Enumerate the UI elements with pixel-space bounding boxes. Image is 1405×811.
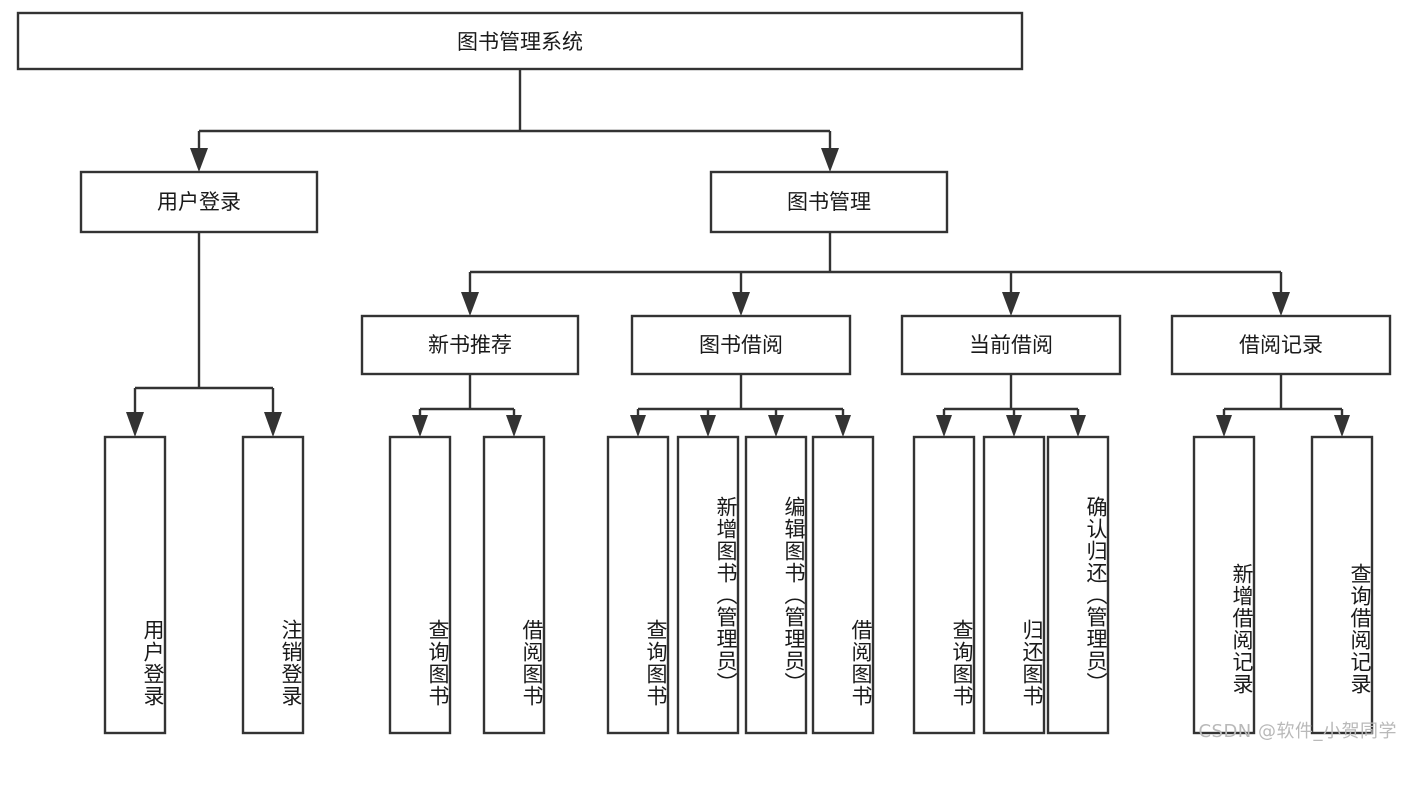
node-root-label: 图书管理系统 [457,30,583,54]
node-user-login-box[interactable] [79,170,319,234]
node-current-borrow[interactable]: 当前借阅 [900,314,1122,376]
node-book-management-box[interactable] [709,170,949,234]
arrow-head-book-borrow [732,292,750,316]
node-layer: 图书管理系统 用户登录 图书管理 新书推荐 图书借阅 [16,11,1392,735]
diagram-canvas: 图书管理系统 用户登录 图书管理 新书推荐 图书借阅 [16,11,1397,742]
node-new-book-recommend[interactable]: 新书推荐 [360,314,580,376]
node-borrow-add-book-box[interactable] [676,435,740,735]
node-current-borrow-label: 当前借阅 [969,333,1053,357]
node-new-book-recommend-label: 新书推荐 [428,333,512,357]
arrow-head-borrow-add-book [700,415,716,437]
node-record-query-box[interactable] [1310,435,1374,735]
node-book-management[interactable]: 图书管理 [709,170,949,234]
arrow-head-current-query-book [936,415,952,437]
node-borrow-record-box[interactable] [1170,314,1392,376]
node-recommend-borrow-book-box[interactable] [482,435,546,735]
node-new-book-recommend-box[interactable] [360,314,580,376]
node-borrow-query-book-box[interactable] [606,435,670,735]
arrow-head-current-return-book [1006,415,1022,437]
arrow-head-user-logout-leaf [264,412,282,437]
arrow-head-borrow-lend-book [835,415,851,437]
node-recommend-query-book-box[interactable] [388,435,452,735]
node-current-borrow-box[interactable] [900,314,1122,376]
node-book-management-label: 图书管理 [787,190,871,214]
node-user-login-leaf-box[interactable] [103,435,167,735]
node-root-box[interactable] [16,11,1024,71]
node-current-confirm-return-box[interactable] [1046,435,1110,735]
node-record-add-box[interactable] [1192,435,1256,735]
arrow-head-recommend-query-book [412,415,428,437]
flowchart-svg: 图书管理系统 用户登录 图书管理 新书推荐 图书借阅 [16,11,1392,735]
arrow-head-recommend-borrow-book [506,415,522,437]
arrow-head-current-borrow [1002,292,1020,316]
arrow-head-current-confirm-return [1070,415,1086,437]
arrow-head-new-book-recommend [461,292,479,316]
arrow-head-book-management [821,148,839,172]
node-borrow-edit-book-box[interactable] [744,435,808,735]
arrow-head-record-query [1334,415,1350,437]
csdn-watermark: CSDN @软件_小贺同学 [1198,721,1397,742]
arrow-head-borrow-edit-book [768,415,784,437]
node-book-borrow-label: 图书借阅 [699,333,783,357]
node-book-borrow[interactable]: 图书借阅 [630,314,852,376]
node-book-borrow-box[interactable] [630,314,852,376]
node-current-query-book-box[interactable] [912,435,976,735]
node-user-login-label: 用户登录 [157,190,241,214]
node-borrow-record-label: 借阅记录 [1239,333,1323,357]
arrow-head-borrow-query-book [630,415,646,437]
node-user-logout-leaf-box[interactable] [241,435,305,735]
node-borrow-lend-book-box[interactable] [811,435,875,735]
arrow-head-user-login-leaf [126,412,144,437]
node-borrow-record[interactable]: 借阅记录 [1170,314,1392,376]
node-current-return-book-box[interactable] [982,435,1046,735]
arrow-head-borrow-record [1272,292,1290,316]
node-user-login[interactable]: 用户登录 [79,170,319,234]
node-root[interactable]: 图书管理系统 [16,11,1024,71]
arrow-head-record-add [1216,415,1232,437]
arrow-head-user-login [190,148,208,172]
connector-layer [126,69,1350,437]
